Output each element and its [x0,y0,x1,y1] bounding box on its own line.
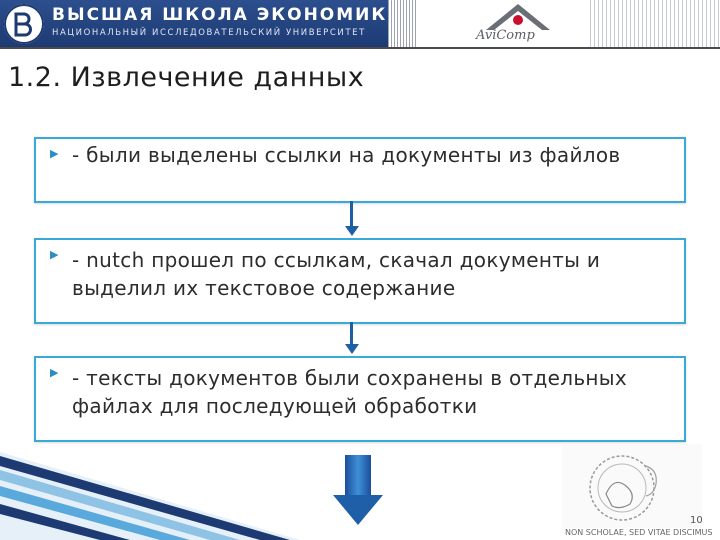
university-subtitle: НАЦИОНАЛЬНЫЙ ИССЛЕДОВАТЕЛЬСКИЙ УНИВЕРСИТ… [52,28,366,38]
avicomp-roof-icon [486,4,550,30]
hse-logo-icon [4,4,44,44]
arrow-down-icon [345,344,359,354]
header-divider [388,0,418,48]
connector-line-2 [350,322,353,346]
connector-line-1 [350,201,353,227]
header-bar: ВЫСШАЯ ШКОЛА ЭКОНОМИКИ НАЦИОНАЛЬНЫЙ ИССЛ… [0,0,720,49]
step-box-3: ▶ - тексты документов были сохранены в о… [34,356,686,442]
header-decoration [590,0,720,48]
seal-logo-icon [562,444,702,528]
bullet-arrow-icon: ▶ [50,147,59,160]
footer-stripes [0,452,300,540]
footer-motto: NON SCHOLAE, SED VITAE DISCIMUS [565,528,713,537]
bullet-arrow-icon: ▶ [50,248,59,261]
avicomp-logo: AviComp [418,0,588,48]
page-number: 10 [690,515,703,526]
big-arrow-down-icon [333,455,383,525]
header-underline [0,47,720,49]
university-title: ВЫСШАЯ ШКОЛА ЭКОНОМИКИ [52,5,404,25]
bullet-arrow-icon: ▶ [50,366,59,379]
step-text-2: - nutch прошел по ссылкам, скачал докуме… [72,248,601,300]
avicomp-logo-text: AviComp [476,28,535,43]
arrow-down-icon [345,226,359,236]
step-text-3: - тексты документов были сохранены в отд… [72,366,628,418]
step-text-1: - были выделены ссылки на документы из ф… [72,143,621,167]
hse-banner: ВЫСШАЯ ШКОЛА ЭКОНОМИКИ НАЦИОНАЛЬНЫЙ ИССЛ… [0,0,402,48]
step-box-1: ▶ - были выделены ссылки на документы из… [34,137,686,203]
slide-title: 1.2. Извлечение данных [8,62,365,93]
step-box-2: ▶ - nutch прошел по ссылкам, скачал доку… [34,238,686,324]
